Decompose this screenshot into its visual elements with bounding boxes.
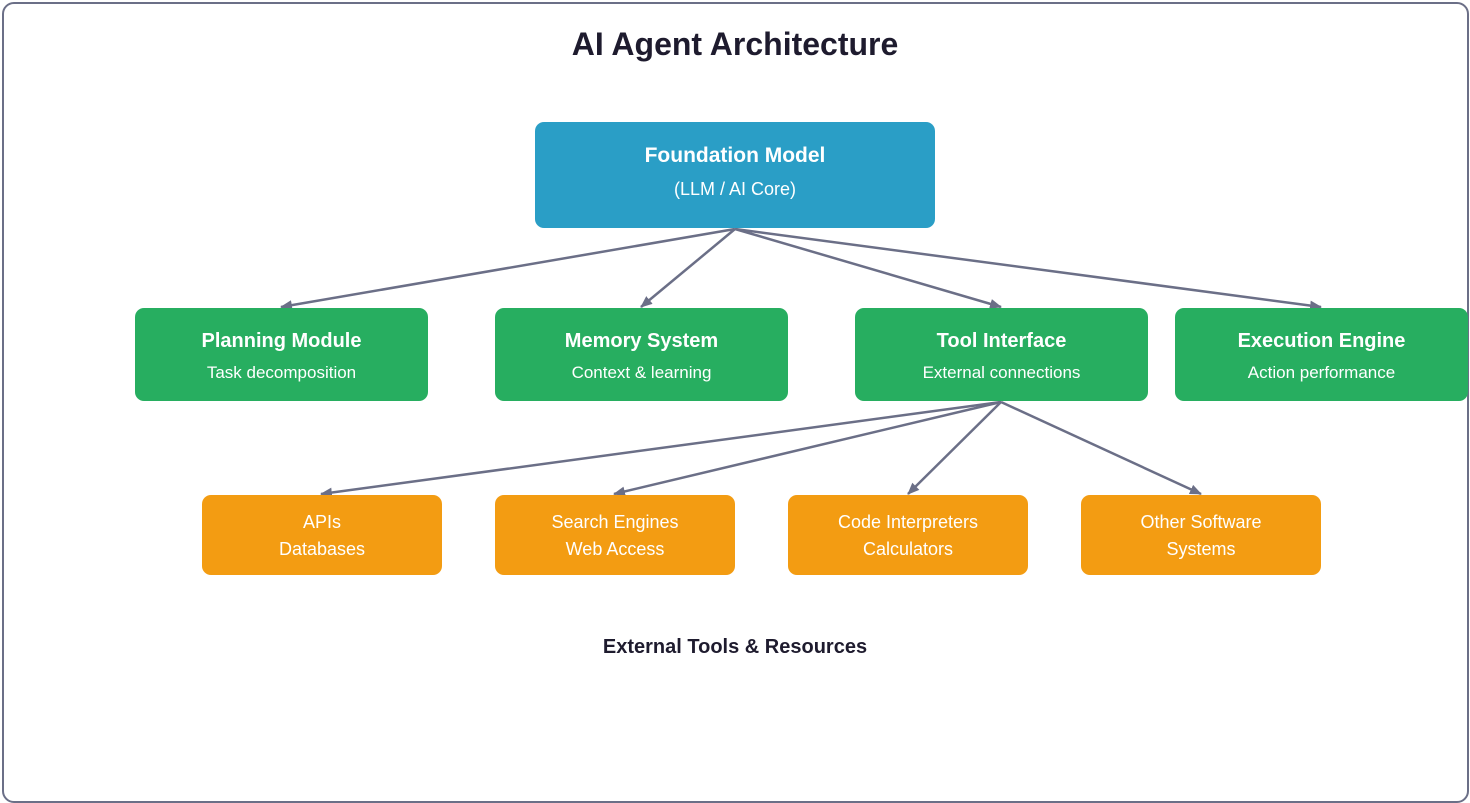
tool-interface-subtitle: External connections (922, 363, 1081, 382)
tool-interface-title: Tool Interface (936, 330, 1067, 352)
arrow-tool-interface-to-code (907, 401, 1002, 495)
planning-module-subtitle: Task decomposition (206, 363, 357, 382)
tool-interface-node: Tool Interface External connections (855, 308, 1148, 401)
execution-engine-subtitle: Action performance (1247, 363, 1396, 382)
foundation-model-node: Foundation Model (LLM / AI Core) (535, 122, 935, 228)
memory-system-title: Memory System (564, 330, 719, 352)
tool-label-line1: Other Software (1140, 512, 1262, 532)
other-software-node: Other Software Systems (1081, 495, 1321, 575)
tool-label-line2: Databases (278, 539, 366, 559)
execution-engine-node: Execution Engine Action performance (1175, 308, 1468, 401)
arrow-tool-interface-to-search (613, 400, 1002, 497)
arrow-foundation-to-tool-interface (734, 227, 1002, 309)
execution-engine-title: Execution Engine (1237, 330, 1406, 352)
arrow-tool-interface-to-apis (320, 400, 1002, 498)
tools-caption: External Tools & Resources (602, 636, 868, 658)
tool-label-line1: Code Interpreters (837, 512, 979, 532)
foundation-model-subtitle: (LLM / AI Core) (673, 179, 797, 199)
tool-label-line2: Web Access (565, 539, 665, 559)
tool-label-line2: Systems (1166, 539, 1236, 559)
code-interpreters-node: Code Interpreters Calculators (788, 495, 1028, 575)
arrow-tool-interface-to-other (1000, 400, 1202, 496)
tool-label-line1: APIs (302, 512, 341, 532)
foundation-model-title: Foundation Model (644, 144, 826, 167)
memory-system-node: Memory System Context & learning (495, 308, 788, 401)
arrow-foundation-to-execution (734, 227, 1322, 311)
apis-databases-node: APIs Databases (202, 495, 442, 575)
arrow-foundation-to-planning (280, 227, 736, 311)
arrow-foundation-to-memory (640, 228, 736, 308)
planning-module-node: Planning Module Task decomposition (135, 308, 428, 401)
tool-label-line2: Calculators (862, 539, 954, 559)
search-engines-node: Search Engines Web Access (495, 495, 735, 575)
tool-label-line1: Search Engines (551, 512, 679, 532)
memory-system-subtitle: Context & learning (571, 363, 712, 382)
diagram-title: AI Agent Architecture (571, 26, 899, 62)
planning-module-title: Planning Module (201, 330, 362, 352)
